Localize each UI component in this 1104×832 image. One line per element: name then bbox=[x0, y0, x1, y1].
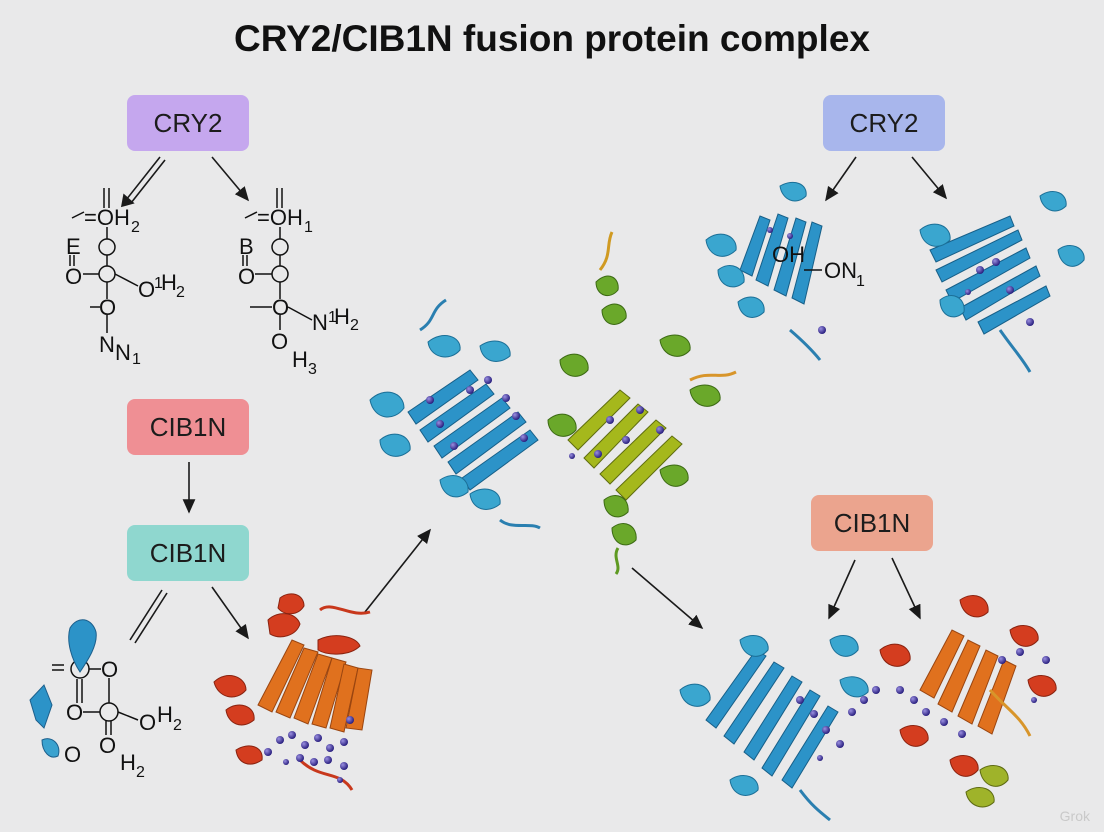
svg-text:=OH: =OH bbox=[257, 205, 303, 230]
svg-text:2: 2 bbox=[136, 764, 145, 781]
svg-text:H: H bbox=[157, 702, 173, 727]
arrow-cry2-right-b bbox=[911, 156, 948, 200]
arrow-cry2-right-a bbox=[825, 156, 857, 202]
svg-text:O: O bbox=[271, 329, 288, 354]
arrow-complex-to-right bbox=[631, 567, 704, 630]
svg-text:3: 3 bbox=[308, 361, 317, 378]
chem-structure-b bbox=[242, 188, 313, 330]
cry2-box-left: CRY2 bbox=[127, 95, 249, 151]
blue-fragment-c bbox=[29, 619, 97, 758]
arrow-double-cib1n bbox=[129, 589, 163, 641]
diagram-title: CRY2/CIB1N fusion protein complex bbox=[234, 18, 870, 59]
svg-text:H: H bbox=[334, 304, 350, 329]
arrow-double-cry2-left bbox=[125, 156, 161, 201]
chem-a-e: E bbox=[66, 234, 81, 259]
watermark: Grok bbox=[1059, 808, 1090, 824]
svg-text:2: 2 bbox=[176, 284, 185, 301]
svg-text:1: 1 bbox=[132, 351, 141, 368]
chem-a-oh: =OH bbox=[84, 205, 130, 230]
svg-text:B: B bbox=[239, 234, 254, 259]
svg-text:O: O bbox=[139, 710, 156, 735]
svg-text:O: O bbox=[238, 264, 255, 289]
svg-text:H: H bbox=[161, 270, 177, 295]
cib1n-box-teal: CIB1N bbox=[127, 525, 249, 581]
chem-structure-c-text: O O O H 2 O H 2 O bbox=[64, 657, 182, 781]
protein-orange bbox=[213, 593, 373, 791]
svg-text:O: O bbox=[64, 742, 81, 767]
cry2-box-right: CRY2 bbox=[823, 95, 945, 151]
svg-text:N: N bbox=[115, 340, 131, 365]
svg-text:2: 2 bbox=[131, 219, 140, 236]
svg-text:H: H bbox=[292, 347, 308, 372]
chem-structure-a-text: =OH 2 E O O 1 H 2 O N N 1 bbox=[65, 205, 185, 368]
svg-text:O: O bbox=[272, 295, 289, 320]
protein-green-center bbox=[547, 231, 737, 575]
svg-text:O: O bbox=[138, 277, 155, 302]
svg-text:1: 1 bbox=[154, 275, 163, 292]
chem-structure-a bbox=[69, 188, 139, 333]
svg-text:1: 1 bbox=[856, 273, 865, 290]
svg-text:2: 2 bbox=[173, 717, 182, 734]
protein-blue-center bbox=[369, 298, 541, 530]
chem-structure-d-text: OH ON 1 bbox=[772, 242, 865, 290]
chem-structure-c bbox=[52, 659, 139, 735]
arrow-cib1n-protein bbox=[211, 586, 249, 640]
svg-text:OH: OH bbox=[772, 242, 805, 267]
svg-text:1: 1 bbox=[304, 219, 313, 236]
protein-blue-top-right-b bbox=[919, 191, 1085, 373]
arrow-cry2-right-mol bbox=[211, 156, 250, 202]
chem-a-o: O bbox=[65, 264, 82, 289]
svg-text:N: N bbox=[99, 332, 115, 357]
arrows bbox=[120, 156, 948, 644]
cib1n-box-red: CIB1N bbox=[127, 399, 249, 455]
svg-text:ON: ON bbox=[824, 258, 857, 283]
arrow-cib1n-right-b bbox=[891, 557, 921, 620]
svg-text:H: H bbox=[120, 750, 136, 775]
svg-text:O: O bbox=[99, 733, 116, 758]
svg-text:2: 2 bbox=[350, 317, 359, 334]
arrow-to-complex bbox=[364, 528, 431, 613]
arrow-cib1n-right-a bbox=[828, 559, 856, 620]
protein-blue-top-right-a bbox=[705, 181, 826, 361]
cib1n-box-right: CIB1N bbox=[811, 495, 933, 551]
svg-text:O: O bbox=[101, 657, 118, 682]
protein-blue-bottom-right bbox=[679, 635, 880, 822]
svg-text:O: O bbox=[66, 700, 83, 725]
chem-a-o2: O bbox=[99, 295, 116, 320]
chem-structure-b-text: =OH 1 B O O N 1 H 2 O H 3 bbox=[238, 205, 359, 378]
svg-text:1: 1 bbox=[328, 309, 337, 326]
protein-orange-bottom-right bbox=[879, 595, 1057, 808]
svg-text:N: N bbox=[312, 310, 328, 335]
